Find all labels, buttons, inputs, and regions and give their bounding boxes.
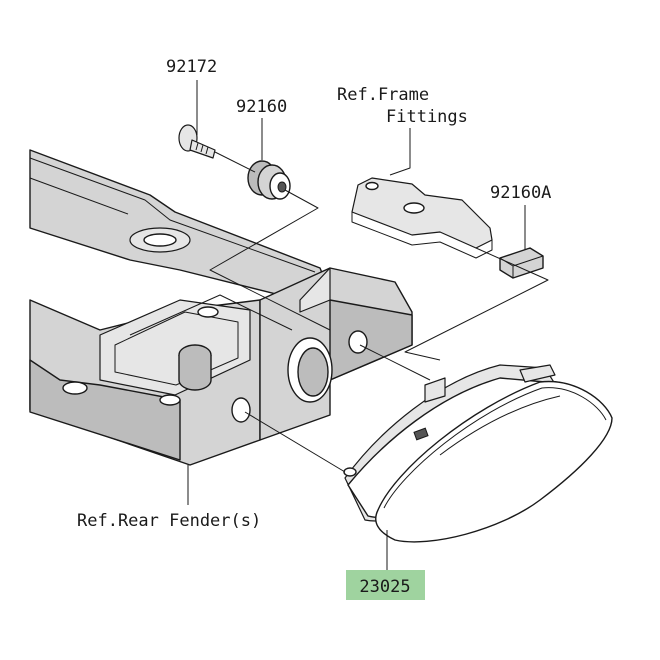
label-23025: 23025 xyxy=(359,577,410,597)
label-ref-frame: Ref.Frame xyxy=(337,85,429,105)
label-92160: 92160 xyxy=(236,97,287,117)
rear-fender xyxy=(29,149,326,466)
tail-bracket xyxy=(231,267,413,441)
label-ref-rear-fender: Ref.Rear Fender(s) xyxy=(77,511,261,531)
bolt-92172 xyxy=(178,124,216,159)
tail-light-23025 xyxy=(343,364,613,543)
label-92172: 92172 xyxy=(166,57,217,77)
grommet-92160 xyxy=(247,160,291,200)
leader-lines xyxy=(129,80,549,570)
label-92160a: 92160A xyxy=(490,183,551,203)
label-fittings: Fittings xyxy=(386,107,468,127)
clip-92160a xyxy=(499,247,544,279)
frame-fitting-bracket xyxy=(351,177,493,259)
highlight-23025 xyxy=(346,570,425,600)
